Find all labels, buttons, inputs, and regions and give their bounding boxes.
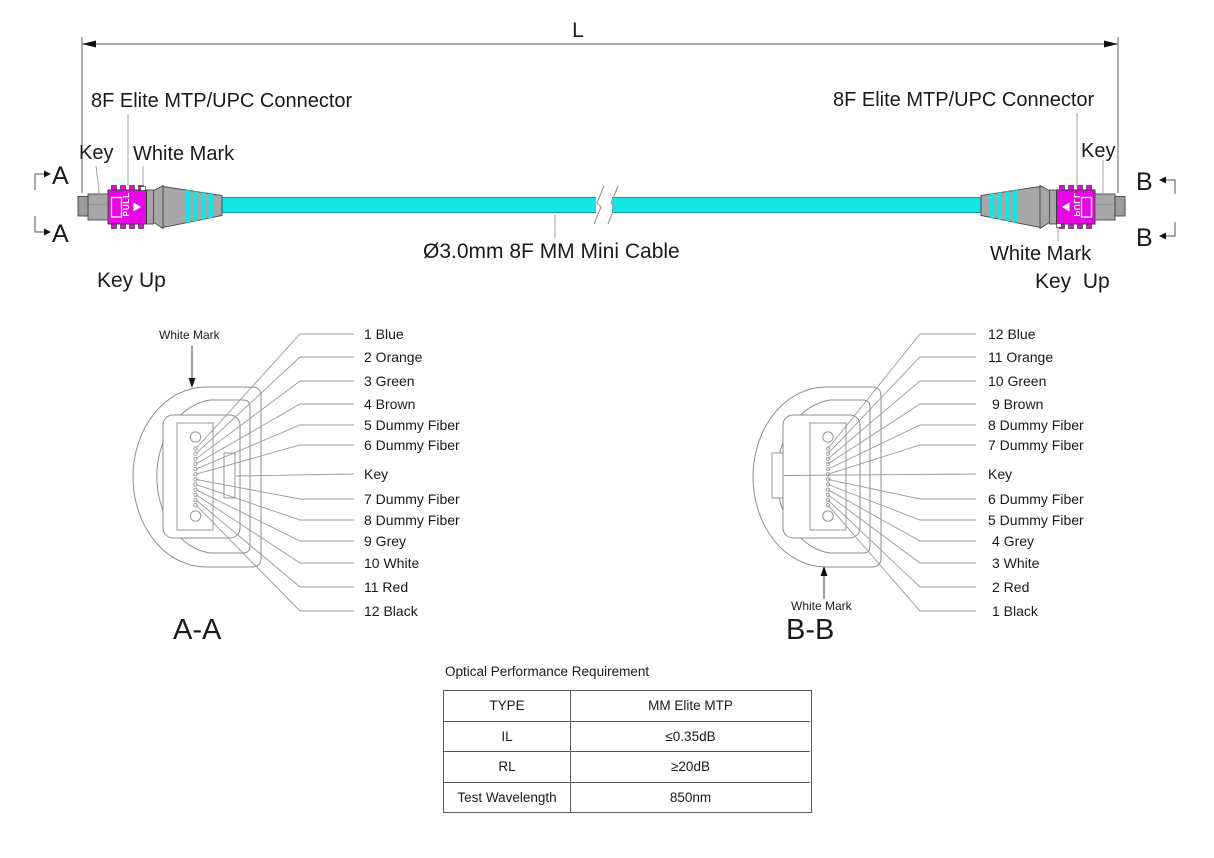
key-slot-bb bbox=[771, 452, 784, 499]
pin-label: 1 Blue bbox=[364, 326, 404, 342]
cable-break-gap bbox=[596, 191, 612, 219]
section-a-top-arrow-icon bbox=[44, 170, 51, 178]
section-view-title-bb: B-B bbox=[786, 614, 835, 646]
pin-label: 10 White bbox=[364, 555, 420, 571]
section-view-title-aa: A-A bbox=[173, 614, 222, 646]
leader-lines-aa bbox=[195, 333, 355, 612]
pin-label: 4 Grey bbox=[992, 533, 1035, 549]
section-a-bottom-arrow-icon bbox=[44, 228, 51, 236]
pin-label: 6 Dummy Fiber bbox=[988, 491, 1084, 507]
spec-param-cell: Test Wavelength bbox=[444, 782, 571, 812]
pin-label: 9 Grey bbox=[364, 533, 407, 549]
section-a-bottom-label: A bbox=[52, 220, 69, 248]
pin-label: 5 Dummy Fiber bbox=[364, 417, 460, 433]
pin-label: 6 Dummy Fiber bbox=[364, 437, 460, 453]
fiber-dots-aa bbox=[193, 446, 198, 508]
face-view-aa bbox=[132, 386, 262, 568]
spec-param-cell: IL bbox=[444, 721, 571, 752]
pin-label: 4 Brown bbox=[364, 396, 416, 412]
assembly-leader-lines bbox=[95, 113, 1104, 241]
right-connector-label: 8F Elite MTP/UPC Connector bbox=[833, 89, 1095, 111]
left-key-label: Key bbox=[79, 142, 114, 164]
pin-label: 3 White bbox=[992, 555, 1040, 571]
white-mark-label-bb: White Mark bbox=[791, 599, 852, 613]
pin-label: 10 Green bbox=[988, 373, 1047, 389]
pin-label: 12 Blue bbox=[988, 326, 1036, 342]
left-connector-label: 8F Elite MTP/UPC Connector bbox=[91, 90, 353, 112]
pin-label-key: Key bbox=[988, 466, 1013, 482]
left-key-up-label: Key Up bbox=[97, 269, 166, 292]
dim-arrow-left-icon bbox=[82, 40, 96, 48]
face-view-bb bbox=[752, 386, 882, 568]
key-slot-aa bbox=[223, 452, 236, 499]
pin-label: 5 Dummy Fiber bbox=[988, 512, 1084, 528]
pin-label: 7 Dummy Fiber bbox=[988, 437, 1084, 453]
section-b-top-arrow-icon bbox=[1159, 176, 1166, 184]
dimension-line-group bbox=[81, 37, 1119, 193]
right-key-up-label: Key Up bbox=[1035, 270, 1110, 293]
dim-arrow-right-icon bbox=[1104, 40, 1118, 48]
pin-label: 3 Green bbox=[364, 373, 415, 389]
leader-lines-bb bbox=[783, 333, 977, 612]
optical-performance-table: Optical Performance Requirement TYPE MM … bbox=[443, 664, 812, 813]
spec-value-cell: ≤0.35dB bbox=[571, 722, 810, 752]
spec-value-cell: 850nm bbox=[669, 789, 712, 805]
pin-label: 8 Dummy Fiber bbox=[988, 417, 1084, 433]
length-dimension-label: L bbox=[572, 19, 584, 42]
section-b-bottom-label: B bbox=[1136, 224, 1153, 252]
section-a-top-label: A bbox=[52, 162, 69, 190]
white-mark-dot-right bbox=[1056, 223, 1062, 228]
pin-label-key: Key bbox=[364, 466, 389, 482]
section-b-top-label: B bbox=[1136, 168, 1153, 196]
spec-table-grid: TYPE MM Elite MTP IL ≤0.35dB RL ≥20dB Te… bbox=[443, 690, 812, 813]
pin-label: 12 Black bbox=[364, 603, 418, 619]
spec-param-cell: RL bbox=[444, 752, 571, 783]
pin-label: 9 Brown bbox=[992, 396, 1044, 412]
left-white-mark-label: White Mark bbox=[133, 143, 235, 165]
cable-spec-label: Ø3.0mm 8F MM Mini Cable bbox=[423, 240, 680, 263]
pin-label: 1 Black bbox=[992, 603, 1038, 619]
spec-param-cell: TYPE bbox=[444, 691, 571, 722]
pin-label: 11 Orange bbox=[988, 349, 1054, 365]
spec-value-cell: MM Elite MTP bbox=[571, 691, 810, 722]
section-b-bottom-arrow-icon bbox=[1159, 232, 1166, 240]
right-key-label: Key bbox=[1081, 140, 1116, 162]
spec-value-cell: ≥20dB bbox=[571, 752, 810, 783]
white-mark-dot-left bbox=[140, 186, 146, 191]
white-mark-label-aa: White Mark bbox=[159, 328, 220, 342]
pin-label: 11 Red bbox=[364, 579, 409, 595]
spec-table-title: Optical Performance Requirement bbox=[445, 664, 650, 679]
white-mark-arrowhead-aa-icon bbox=[188, 378, 196, 388]
pin-label: 2 Red bbox=[992, 579, 1030, 595]
pin-label: 2 Orange bbox=[364, 349, 423, 365]
right-white-mark-label: White Mark bbox=[990, 243, 1092, 265]
left-connector bbox=[78, 185, 222, 230]
pin-label: 8 Dummy Fiber bbox=[364, 512, 460, 528]
white-mark-arrowhead-bb-icon bbox=[820, 566, 828, 576]
pin-label: 7 Dummy Fiber bbox=[364, 491, 460, 507]
cable-break-icon bbox=[593, 185, 619, 225]
